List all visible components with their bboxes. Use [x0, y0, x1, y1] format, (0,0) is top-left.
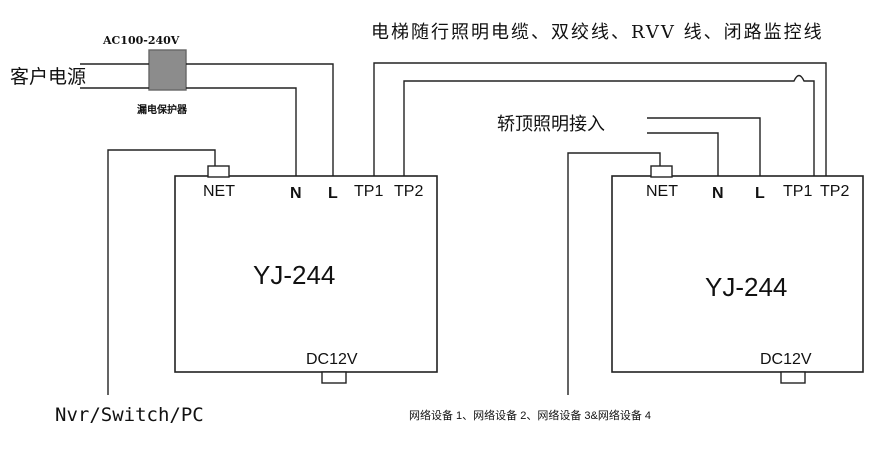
right-port-tp1: TP1 [783, 183, 813, 200]
right-port-net: NET [646, 183, 678, 200]
leakage-protector-label: 漏电保护器 [137, 105, 187, 116]
left-port-l: L [328, 185, 338, 202]
left-port-tp1: TP1 [354, 183, 384, 200]
left-power-port: DC12V [306, 351, 358, 368]
left-net-device-label: Nvr/Switch/PC [55, 404, 204, 426]
left-port-net: NET [203, 183, 235, 200]
left-port-tp2: TP2 [394, 183, 424, 200]
wire-net-left [107, 149, 216, 395]
left-unit-box [174, 175, 438, 373]
customer-power-label: 客户电源 [10, 66, 87, 88]
top-cable-label: 电梯随行照明电缆、双绞线、RVV 线、闭路监控线 [371, 22, 824, 43]
right-port-l: L [755, 185, 765, 202]
left-port-n: N [290, 185, 302, 202]
left-dc-connector [321, 371, 347, 384]
wire-n-left [186, 87, 297, 176]
wire-net-right [567, 152, 661, 395]
car-top-lighting-label: 轿顶照明接入 [497, 114, 605, 135]
left-net-connector [207, 165, 230, 178]
right-port-tp2: TP2 [820, 183, 850, 200]
right-net-devices-label: 网络设备 1、网络设备 2、网络设备 3&网络设备 4 [409, 410, 652, 422]
right-port-n: N [712, 185, 724, 202]
wire-l-left [186, 63, 334, 176]
right-dc-connector [780, 371, 806, 384]
right-power-port: DC12V [760, 351, 812, 368]
wire-tp1-link [373, 62, 827, 176]
wire-l-right [647, 117, 761, 176]
leakage-protector-box [148, 49, 187, 91]
left-unit-model: YJ-244 [253, 260, 336, 290]
ac-voltage-label: AC100-240V [103, 34, 180, 47]
wire-tp2-link [403, 74, 815, 176]
right-unit-model: YJ-244 [705, 272, 788, 302]
wire-n-right [647, 132, 719, 176]
right-net-connector [650, 165, 673, 178]
right-unit-box [611, 175, 864, 373]
